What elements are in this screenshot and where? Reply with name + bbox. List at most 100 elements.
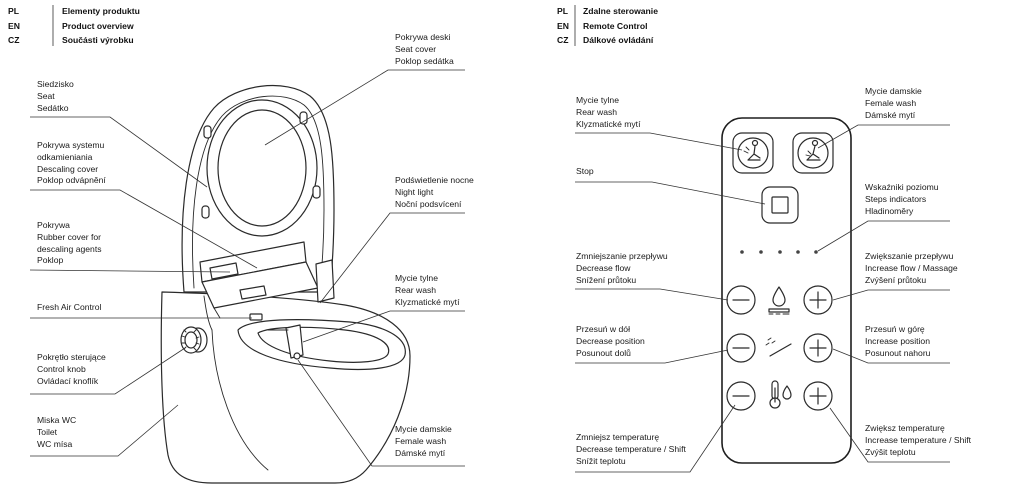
leader-remote-rear-wash (575, 132, 743, 151)
label-line: Mycie damskie (395, 424, 452, 434)
control-knob-cap (184, 331, 198, 349)
leader-night-light (319, 212, 465, 304)
wash-nozzle-head (293, 352, 301, 360)
hinge-block (315, 259, 335, 303)
label-remote-increase-position: Przesuń w górę Increase position Posunou… (865, 324, 930, 359)
header-right-titles: Zdalne sterowanie Remote Control Dálkové… (583, 4, 658, 48)
seat-bumper (201, 205, 210, 219)
descaling-agent (239, 285, 267, 300)
step-dot (778, 250, 782, 254)
flow-bar-icon (768, 308, 790, 313)
label-line: Pokrywa systemu (37, 140, 105, 150)
leader-remote-decrease-temperature (575, 404, 736, 473)
plus-icon (809, 387, 827, 405)
label-line: Pokrętło sterujące (37, 352, 106, 362)
seat-cover-inner-edge (192, 95, 325, 289)
step-dot (759, 250, 763, 254)
label-line: WC mísa (37, 438, 73, 449)
label-seat: Siedzisko Seat Sedátko (37, 79, 74, 114)
plus-icon (809, 291, 827, 309)
toilet-drawing (160, 84, 411, 484)
lang-code: CZ (557, 35, 569, 45)
section-title: Elementy produktu (62, 6, 140, 16)
label-remote-decrease-position: Przesuń w dół Decrease position Posunout… (576, 324, 645, 359)
label-line: Pokrywa deski (395, 32, 451, 42)
label-line: Siedzisko (37, 79, 74, 89)
label-line: Seat (37, 90, 55, 101)
label-rear-wash: Mycie tylne Rear wash Klyzmatické mytí (395, 273, 459, 308)
label-line: Zvýšení průtoku (865, 274, 927, 285)
label-line: Mycie tylne (576, 95, 619, 105)
label-line: Zmniejsz temperaturę (576, 432, 660, 442)
section-title: Dálkové ovládání (583, 35, 654, 45)
thermometer-icon (769, 380, 781, 409)
label-line: Snížit teplotu (576, 455, 626, 466)
header-right-codes: PL EN CZ (557, 4, 569, 48)
label-line: Female wash (865, 97, 917, 108)
stop-button (761, 186, 799, 224)
lang-code: EN (8, 20, 20, 31)
label-line: Seat cover (395, 43, 437, 54)
label-remote-rear-wash: Mycie tylne Rear wash Klyzmatické mytí (576, 95, 640, 130)
header-left-codes: PL EN CZ (8, 4, 20, 48)
leader-rear-wash (302, 310, 465, 343)
label-line: Przesuń w górę (865, 324, 925, 334)
label-line: Ovládací knoflík (37, 375, 99, 386)
leader-remote-increase-position (832, 348, 950, 364)
step-dot (814, 250, 818, 254)
label-line: Sedátko (37, 102, 69, 113)
label-line: Mycie damskie (865, 86, 922, 96)
label-line: Miska WC (37, 415, 77, 425)
label-line: Increase position (865, 335, 930, 346)
seat-opening (217, 109, 307, 227)
label-remote-female-wash: Mycie damskie Female wash Dámské mytí (865, 86, 922, 121)
label-line: Snížení průtoku (576, 274, 637, 285)
label-line: Zwiększ temperaturę (865, 423, 945, 433)
wash-nozzle (285, 324, 304, 359)
label-line: Night light (395, 186, 434, 197)
leader-toilet (30, 404, 179, 457)
label-night-light: Podświetlenie nocne Night light Noční po… (395, 175, 474, 210)
label-seat-cover: Pokrywa deski Seat cover Poklop sedátka (395, 32, 454, 67)
toilet-front-seam (211, 329, 269, 471)
label-line: Posunout dolů (576, 347, 631, 358)
label-line: Podświetlenie nocne (395, 175, 474, 185)
lang-code: PL (557, 6, 568, 16)
seat-bumper (312, 185, 321, 199)
label-line: Poklop odvápnění (37, 175, 106, 186)
label-remote-increase-flow: Zwiększanie przepływu Increase flow / Ma… (865, 251, 958, 286)
rear-wash-button-ring (737, 137, 769, 169)
label-descaling-cover: Pokrywa systemu odkamieniania Descaling … (37, 140, 106, 187)
label-remote-stop: Stop (576, 166, 594, 178)
section-title: Remote Control (583, 20, 648, 31)
label-line: Posunout nahoru (865, 347, 931, 358)
leader-seat (30, 116, 208, 188)
fresh-air-vent (249, 313, 263, 321)
stop-icon (771, 196, 789, 214)
lang-code: CZ (8, 35, 20, 45)
leader-seat-cover (264, 69, 465, 146)
label-control-knob: Pokrętło sterujące Control knob Ovládací… (37, 352, 106, 387)
label-remote-steps-indicators: Wskaźniki poziomu Steps indicators Hladi… (865, 182, 939, 217)
label-line: Decrease position (576, 335, 645, 346)
toilet-side-edge (203, 295, 213, 331)
section-title: Zdalne sterowanie (583, 6, 658, 16)
label-line: descaling agents (37, 243, 102, 254)
label-line: Female wash (395, 435, 447, 446)
label-remote-increase-temperature: Zwiększ temperaturę Increase temperature… (865, 423, 971, 458)
leader-female-wash (297, 359, 465, 467)
label-line: Poklop (37, 255, 64, 266)
label-remote-decrease-temperature: Zmniejsz temperaturę Decrease temperatur… (576, 432, 686, 467)
label-line: Descaling cover (37, 163, 99, 174)
section-title: Součásti výrobku (62, 35, 134, 45)
section-title: Product overview (62, 20, 134, 31)
label-line: Poklop sedátka (395, 55, 454, 66)
position-icon (765, 337, 792, 357)
lang-code: PL (8, 6, 19, 16)
label-line: Wskaźniki poziomu (865, 182, 939, 192)
plus-icon (809, 339, 827, 357)
label-line: Toilet (37, 426, 58, 437)
water-drop-icon (782, 385, 792, 400)
rubber-cover (209, 262, 239, 280)
header-left-titles: Elementy produktu Product overview Součá… (62, 4, 140, 48)
